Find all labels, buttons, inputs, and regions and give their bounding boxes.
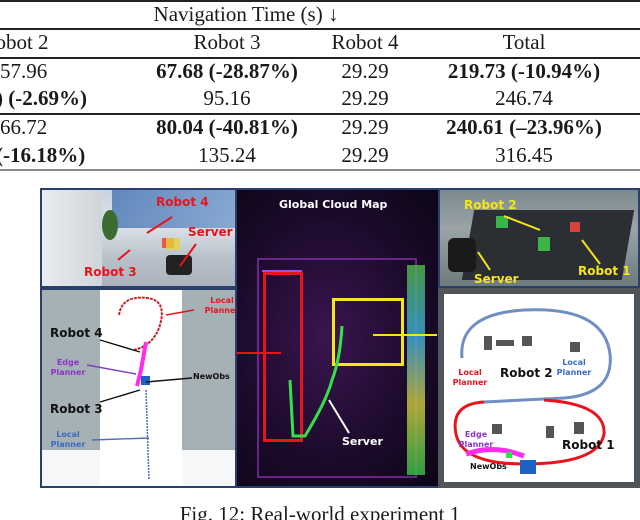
corridor-map: Local Planner Robot 4 Edge Planner NewOb… bbox=[40, 288, 240, 488]
label-local-planner-blue: Local Planner bbox=[556, 358, 592, 377]
label-newobs: NewObs bbox=[470, 462, 507, 471]
table-cell: 29.29 bbox=[341, 59, 389, 83]
label-local-planner-red: Local Planner bbox=[204, 296, 240, 315]
label-server: Server bbox=[188, 225, 233, 239]
corridor-photo: Robot 4 Server Robot 3 bbox=[40, 188, 240, 288]
table-top-rule bbox=[0, 0, 640, 2]
table-cell: (-16.18%) bbox=[0, 143, 86, 167]
label-server-arena: Server bbox=[474, 272, 519, 286]
table-cell: 66.72 bbox=[0, 115, 48, 139]
label-robot1: Robot 1 bbox=[578, 264, 631, 278]
table-cell: 316.45 bbox=[495, 143, 553, 167]
label-robot2: Robot 2 bbox=[464, 198, 517, 212]
arena-map: Local Planner Robot 2 Local Planner Edge… bbox=[438, 288, 640, 488]
figure-12: Robot 4 Server Robot 3 Local Planner Rob… bbox=[40, 188, 640, 488]
col-header-robot2: obot 2 bbox=[0, 30, 49, 54]
group-rule bbox=[0, 28, 640, 30]
label-robot4-map: Robot 4 bbox=[50, 326, 103, 340]
col-header-robot4: Robot 4 bbox=[331, 30, 399, 54]
label-robot4: Robot 4 bbox=[156, 195, 209, 209]
table-cell: 240.61 (–23.96%) bbox=[446, 115, 602, 139]
results-table: Navigation Time (s) ↓ obot 2 Robot 3 Rob… bbox=[0, 0, 640, 171]
col-header-robot3: Robot 3 bbox=[193, 30, 261, 54]
arrows-icon bbox=[477, 215, 601, 271]
table-cell: 29.29 bbox=[341, 86, 389, 110]
table-cell: 95.16 bbox=[203, 86, 251, 110]
label-robot3: Robot 3 bbox=[84, 265, 137, 279]
table-bottom-rule bbox=[0, 169, 640, 171]
table-cell: ) (-2.69%) bbox=[0, 86, 87, 110]
trajectory-icon bbox=[453, 308, 612, 474]
table-cell: 67.68 (-28.87%) bbox=[156, 59, 298, 83]
group-header: Navigation Time (s) ↓ bbox=[153, 2, 339, 26]
trajectory-icon bbox=[237, 325, 437, 438]
mid-rule bbox=[0, 113, 640, 115]
label-local-planner-red: Local Planner bbox=[452, 368, 488, 387]
global-cloud-map: Global Cloud Map Server bbox=[235, 188, 440, 488]
table-cell: 57.96 bbox=[0, 59, 48, 83]
label-newobs: NewObs bbox=[193, 372, 230, 381]
table-cell: 135.24 bbox=[198, 143, 256, 167]
label-edge-planner: Edge Planner bbox=[458, 430, 494, 449]
table-cell: 29.29 bbox=[341, 143, 389, 167]
figure-caption: Fig. 12: Real-world experiment 1 bbox=[179, 502, 461, 520]
trajectory-icon bbox=[86, 296, 195, 481]
arrows-icon bbox=[117, 216, 197, 267]
label-server-map: Server bbox=[342, 435, 383, 448]
table-cell: 29.29 bbox=[341, 115, 389, 139]
label-edge-planner: Edge Planner bbox=[50, 358, 86, 377]
label-robot2-map: Robot 2 bbox=[500, 366, 553, 380]
label-local-planner-blue: Local Planner bbox=[50, 430, 86, 449]
header-rule bbox=[0, 57, 640, 59]
label-robot3-map: Robot 3 bbox=[50, 402, 103, 416]
col-header-total: Total bbox=[502, 30, 546, 54]
table-cell: 246.74 bbox=[495, 86, 553, 110]
arena-photo: Robot 2 Server Robot 1 bbox=[438, 188, 640, 288]
table-cell: 219.73 (-10.94%) bbox=[447, 59, 601, 83]
label-robot1-map: Robot 1 bbox=[562, 438, 615, 452]
table-cell: 80.04 (-40.81%) bbox=[156, 115, 298, 139]
map-title: Global Cloud Map bbox=[279, 198, 388, 211]
